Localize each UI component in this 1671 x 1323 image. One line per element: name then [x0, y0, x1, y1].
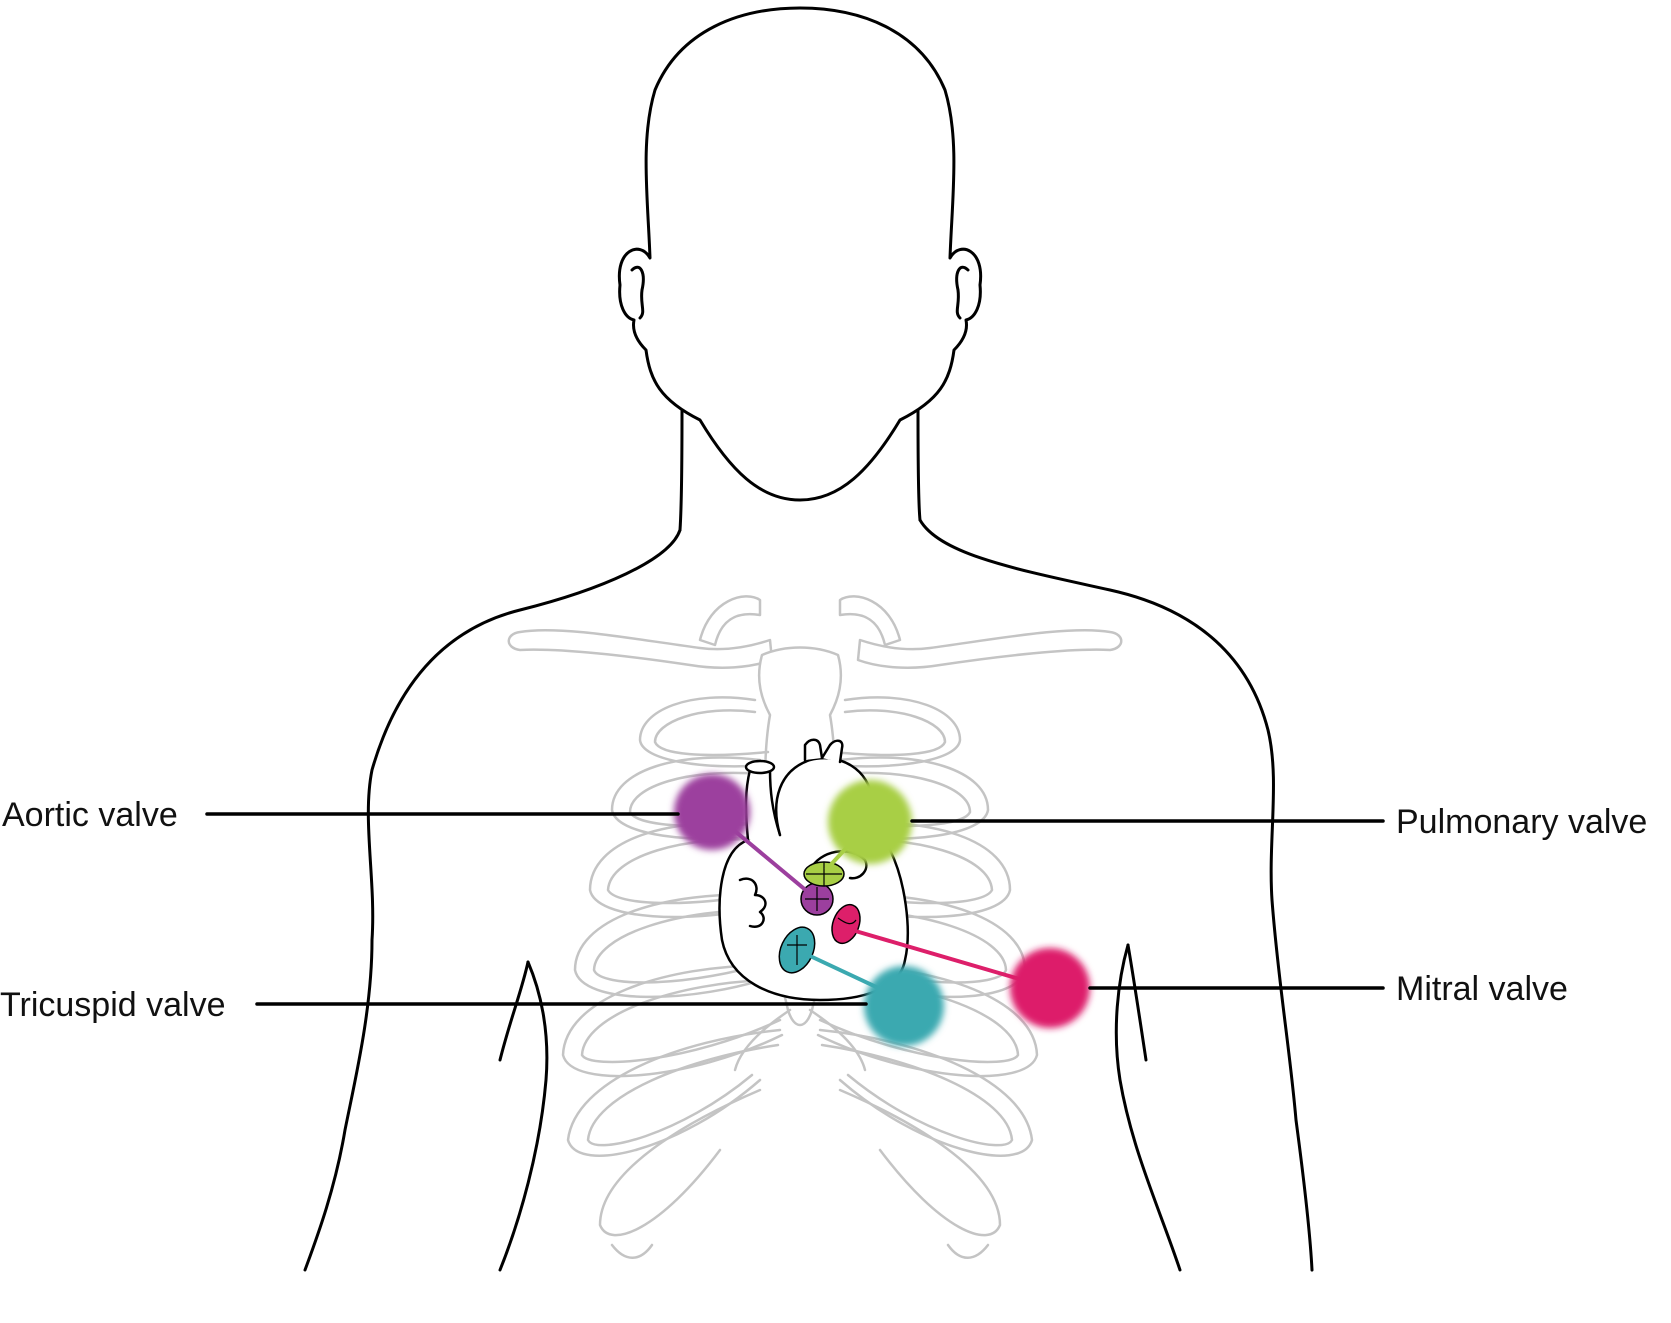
right-arm-inner — [1126, 943, 1148, 1062]
right-shoulder-arm — [918, 518, 1314, 1272]
left-costal-margin — [733, 1008, 792, 1072]
right-rib-7-inner — [820, 1043, 1014, 1147]
tricuspid-valve-label: Tricuspid valve — [0, 986, 225, 1024]
neck-left — [678, 408, 684, 532]
left-rib-8 — [598, 1088, 762, 1237]
left-ear-detail — [630, 265, 645, 320]
right-rib-2-inner — [830, 709, 947, 757]
right-costal-margin — [808, 1008, 867, 1072]
arch-vessels — [803, 738, 844, 764]
left-rib-5-inner — [592, 908, 778, 984]
left-rib-7 — [566, 1028, 782, 1157]
aortic-valve-label: Aortic valve — [2, 796, 178, 834]
neck-right — [916, 408, 922, 522]
head-outline — [617, 6, 983, 502]
left-rib-6 — [561, 963, 784, 1078]
left-clavicle — [507, 628, 774, 669]
rib-cage — [507, 595, 1123, 1259]
left-arm-inner — [498, 960, 530, 1062]
right-torso-side — [1114, 943, 1182, 1272]
left-rib-7-inner — [586, 1043, 780, 1147]
right-ear-detail — [955, 265, 970, 320]
right-rib-7 — [818, 1028, 1034, 1157]
right-rib-tip — [946, 1243, 990, 1259]
left-rib-6-inner — [580, 978, 782, 1064]
right-rib-2 — [828, 696, 962, 768]
aorta-opening — [744, 759, 776, 775]
left-first-rib — [698, 595, 762, 647]
tricuspid-auscultation-dot — [864, 966, 944, 1046]
left-torso-side — [498, 960, 549, 1272]
right-rib-8 — [838, 1088, 1002, 1237]
right-atrium-detail — [738, 877, 767, 929]
left-rib-2 — [638, 696, 772, 768]
aortic-auscultation-dot — [674, 774, 750, 850]
mitral-auscultation-dot — [1010, 948, 1090, 1028]
left-shoulder-arm — [303, 528, 682, 1272]
right-clavicle — [856, 628, 1123, 669]
pulmonary-valve-label: Pulmonary valve — [1396, 803, 1647, 841]
mitral-valve-marker — [831, 903, 861, 945]
left-rib-5 — [573, 893, 780, 999]
pulmonary-auscultation-dot — [828, 780, 912, 864]
body-outline — [303, 6, 1314, 1272]
right-first-rib — [838, 595, 902, 647]
left-rib-tip — [610, 1243, 654, 1259]
mitral-valve-label: Mitral valve — [1396, 970, 1568, 1008]
pulmonary-valve-marker — [803, 861, 845, 887]
left-rib-2-inner — [653, 709, 770, 757]
